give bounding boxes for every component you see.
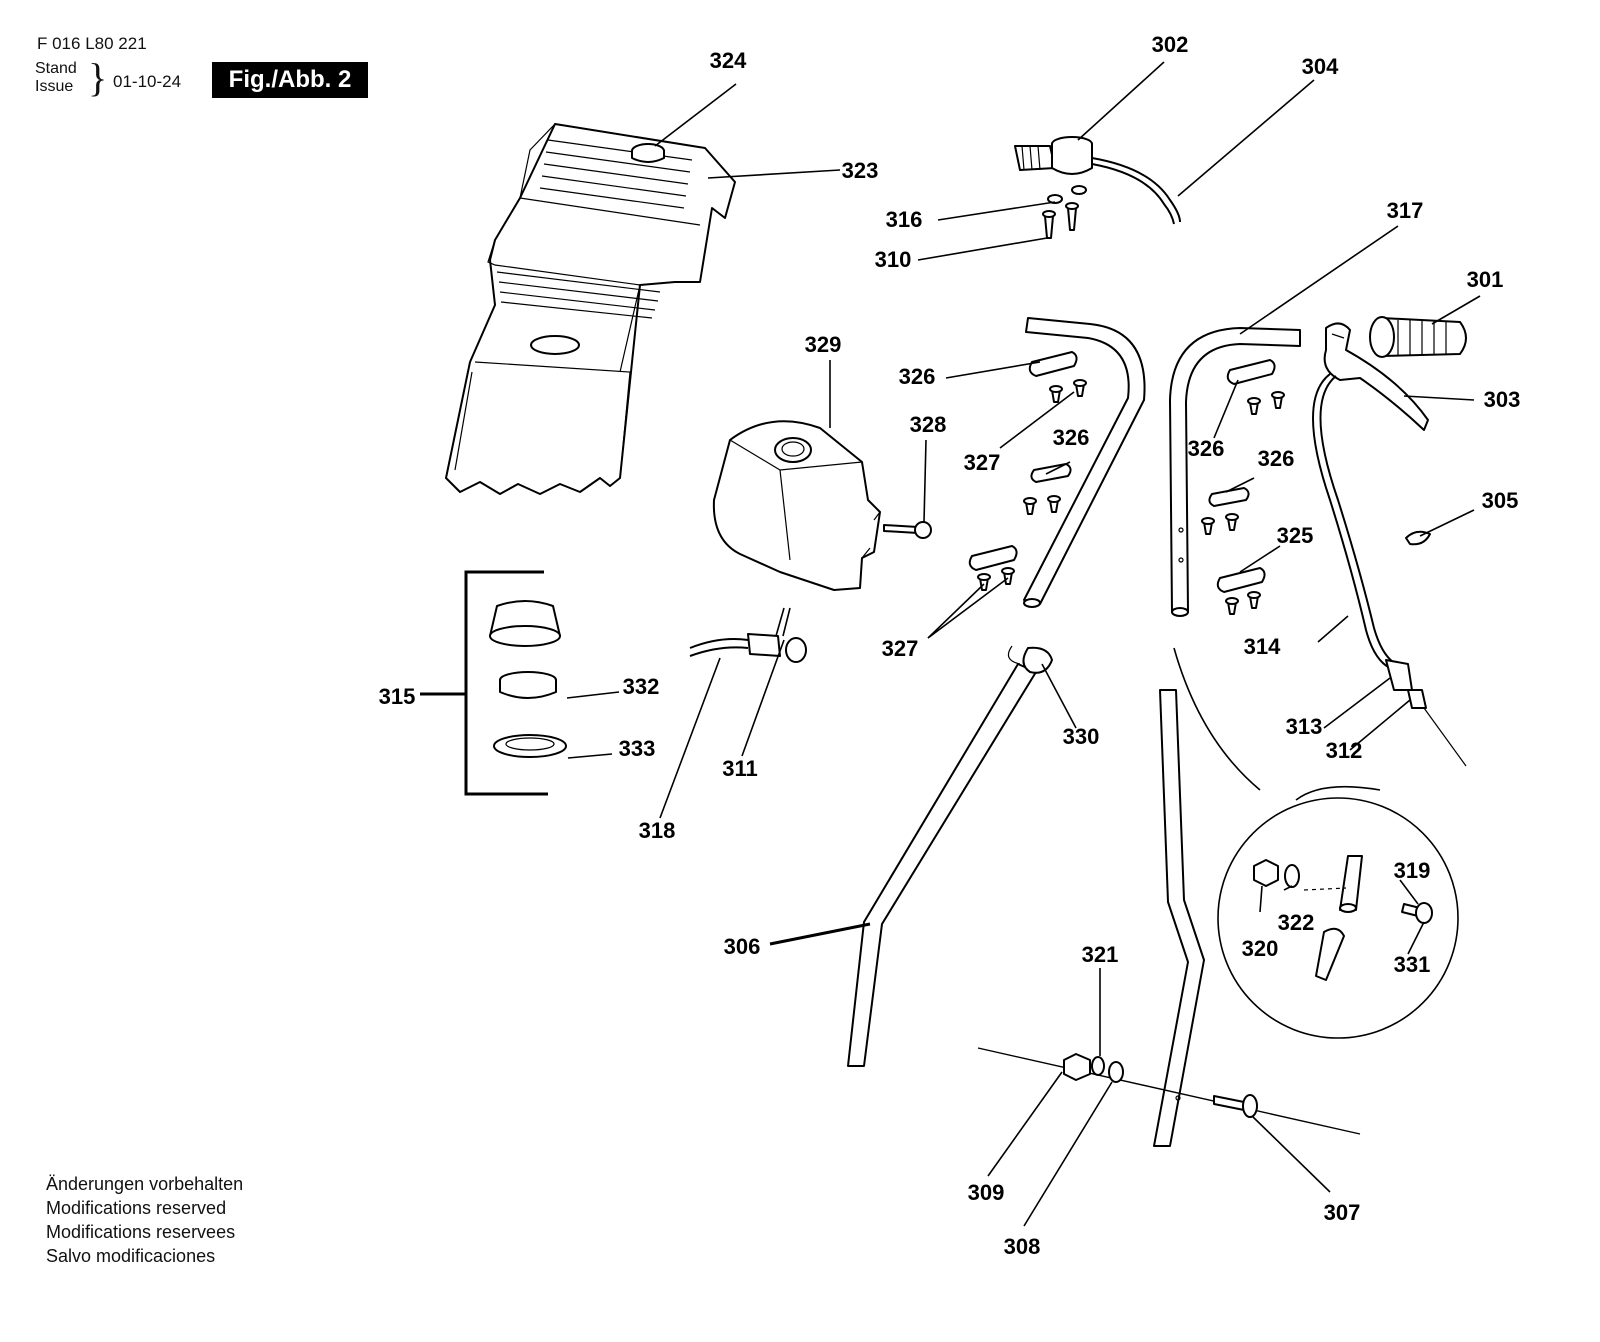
upper-handle-drawing — [1023, 317, 1301, 617]
label-303: 303 — [1484, 387, 1521, 412]
label-331: 331 — [1394, 952, 1431, 977]
label-328: 328 — [910, 412, 947, 437]
label-324: 324 — [710, 48, 747, 73]
brace-symbol: } — [88, 55, 108, 100]
label-326-d: 326 — [1258, 446, 1295, 471]
part-labels: 324 323 302 304 316 310 317 301 303 305 … — [379, 32, 1521, 1259]
seal-kit-drawing — [420, 570, 567, 796]
label-304: 304 — [1302, 54, 1339, 79]
label-333: 333 — [619, 736, 656, 761]
label-318: 318 — [639, 818, 676, 843]
fuel-line-drawing — [689, 607, 807, 663]
grip-and-lever-drawing — [1312, 316, 1467, 767]
figure-badge: Fig./Abb. 2 — [212, 62, 368, 98]
label-329: 329 — [805, 332, 842, 357]
label-323: 323 — [842, 158, 879, 183]
label-322: 322 — [1278, 910, 1315, 935]
label-312: 312 — [1326, 738, 1363, 763]
label-317: 317 — [1387, 198, 1424, 223]
stand-issue-labels: Stand Issue — [35, 60, 77, 96]
label-326-c: 326 — [1188, 436, 1225, 461]
label-327-b: 327 — [882, 636, 919, 661]
label-319: 319 — [1394, 858, 1431, 883]
detail-circle-drawing — [1217, 797, 1459, 1039]
label-332: 332 — [623, 674, 660, 699]
leader-lines — [566, 61, 1481, 1227]
label-330: 330 — [1063, 724, 1100, 749]
label-305: 305 — [1482, 488, 1519, 513]
clamps-drawing — [968, 351, 1285, 615]
label-325: 325 — [1277, 523, 1314, 548]
throttle-lever-drawing — [1014, 136, 1181, 239]
lower-handle-drawing — [847, 645, 1053, 1067]
notice-german: Änderungen vorbehalten — [46, 1174, 244, 1194]
bottom-bolt-drawing — [977, 1047, 1361, 1135]
label-326-a: 326 — [899, 364, 936, 389]
label-315: 315 — [379, 684, 416, 709]
label-310: 310 — [875, 247, 912, 272]
label-311: 311 — [722, 756, 758, 781]
label-313: 313 — [1286, 714, 1323, 739]
fuel-tank-drawing — [712, 420, 932, 591]
notice-spanish: Salvo modificaciones — [46, 1246, 216, 1266]
notice-english: Modifications reserved — [46, 1198, 227, 1218]
notice-french: Modifications reservees — [46, 1222, 236, 1242]
label-308: 308 — [1004, 1234, 1041, 1259]
right-lower-tube-drawing — [1153, 647, 1381, 1147]
stand-label: Stand — [35, 60, 77, 77]
label-301: 301 — [1467, 267, 1504, 292]
engine-cover-drawing — [445, 123, 736, 495]
label-307: 307 — [1324, 1200, 1361, 1225]
label-316: 316 — [886, 207, 923, 232]
label-309: 309 — [968, 1180, 1005, 1205]
issue-date: 01-10-24 — [113, 72, 182, 91]
label-302: 302 — [1152, 32, 1189, 57]
modifications-notice: Änderungen vorbehalten Modifications res… — [46, 1172, 243, 1268]
label-321: 321 — [1082, 942, 1119, 967]
label-320: 320 — [1242, 936, 1279, 961]
screws-drawing — [977, 379, 1285, 615]
document-number: F 016 L80 221 — [37, 34, 147, 53]
label-306: 306 — [724, 934, 761, 959]
label-326-b: 326 — [1053, 425, 1090, 450]
issue-label: Issue — [35, 78, 74, 95]
label-327-a: 327 — [964, 450, 1001, 475]
label-314: 314 — [1244, 634, 1281, 659]
